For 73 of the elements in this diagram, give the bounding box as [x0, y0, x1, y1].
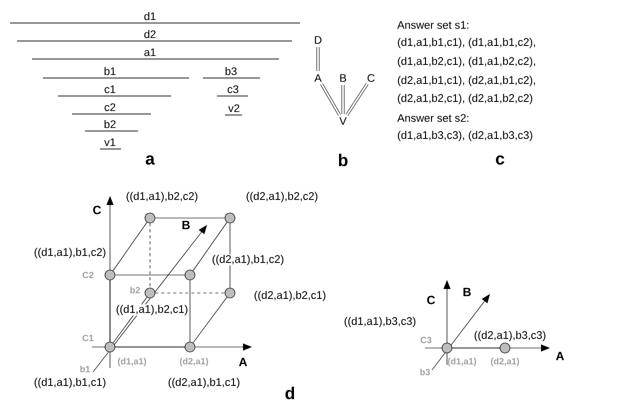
value-label: C3	[420, 336, 432, 344]
answer-text: (d2,a1,b1,c1), (d2,a1,b1,c2),	[398, 76, 535, 86]
vertex-label: ((d2,a1),b1,c2)	[211, 254, 285, 266]
value-label: (d2,a1)	[490, 358, 520, 366]
panel-letter: a	[146, 155, 155, 165]
double-line	[346, 82, 368, 116]
vertex-circle	[184, 270, 196, 280]
interval-bar: b3	[202, 67, 260, 78]
graph-letter: V	[339, 117, 347, 125]
edge-line	[115, 274, 185, 276]
vertex-label: ((d2,a1),b2,c2)	[245, 191, 319, 203]
vertex-circle	[224, 288, 236, 298]
interval-bar: d2	[16, 30, 292, 42]
vertex-label: ((d2,a1),b2,c1)	[253, 290, 327, 302]
edge-line	[112, 222, 148, 271]
interval-bar: c3	[216, 85, 248, 96]
value-label: b3	[420, 368, 430, 376]
vertex-label: ((d1,a1),b1,c2)	[33, 247, 107, 259]
vertex-circle	[184, 342, 196, 352]
double-line	[316, 46, 320, 72]
double-line	[342, 84, 344, 114]
interval-bar: v1	[100, 138, 122, 150]
interval-bar: b1	[42, 67, 190, 78]
vertex-label: ((d2,a1),b1,c1)	[167, 377, 241, 389]
interval-bar: b2	[84, 120, 138, 132]
edge-line	[115, 346, 185, 348]
vertex-circle	[500, 342, 510, 354]
vertex-label: ((d2,a1),b3,c3)	[473, 330, 547, 342]
vertex-circle	[104, 342, 116, 352]
vertex-label: ((d1,a1),b2,c2)	[125, 191, 199, 203]
graph-letter: C	[368, 74, 375, 82]
value-label: C2	[82, 272, 94, 278]
interval-bar: c2	[72, 103, 152, 114]
axis-label: B	[463, 288, 471, 296]
axis-label: A	[556, 352, 564, 360]
answer-text: Answer set s2:	[397, 114, 468, 122]
interval-bar: v2	[224, 104, 242, 116]
edge-line	[192, 222, 228, 271]
interval-bar: c1	[58, 85, 172, 96]
answer-text: (d1,a1,b1,c1), (d1,a1,b1,c2),	[398, 38, 535, 48]
axis-label: C	[427, 296, 436, 304]
vertex-circle	[144, 288, 156, 298]
value-label: (d1,a1)	[118, 358, 146, 366]
graph-letter: D	[314, 36, 322, 44]
vertex-circle	[442, 342, 452, 354]
graph-letter: A	[314, 74, 322, 82]
interval-bar: d1	[10, 12, 300, 24]
double-line	[320, 83, 341, 116]
axis-label: C	[93, 206, 102, 214]
vertex-circle	[224, 212, 236, 224]
vertex-label: ((d1,a1),b1,c1)	[33, 377, 107, 389]
axis-label: B	[182, 220, 190, 230]
vertex-circle	[144, 212, 156, 224]
vertex-label: ((d1,a1),b3,c3)	[343, 316, 417, 328]
answer-text: Answer set s1:	[397, 21, 468, 29]
edge-line	[192, 296, 228, 344]
answer-text: (d1,a1,b2,c1), (d1,a1,b2,c2),	[398, 56, 535, 68]
edge-line	[155, 292, 225, 294]
vertex-circle	[104, 270, 116, 280]
axis-label: A	[238, 358, 248, 366]
panel-letter: c	[496, 155, 504, 165]
value-label: C1	[82, 334, 94, 342]
answer-text: (d1,a1,b3,c3), (d2,a1,b3,c3)	[398, 130, 532, 142]
value-label: (d2,a1)	[180, 358, 208, 366]
interval-bar: a1	[32, 48, 280, 60]
graph-letter: B	[340, 74, 346, 82]
panel-letter: b	[338, 154, 348, 166]
value-label: b2	[130, 286, 140, 294]
vertex-label: ((d1,a1),b2,c1)	[115, 304, 189, 316]
answer-text: (d2,a1,b2,c1), (d2,a1,b2,c2)	[398, 94, 532, 104]
panel-letter: d	[286, 386, 294, 400]
value-label: b1	[80, 366, 90, 372]
value-label: (d1,a1)	[448, 358, 476, 366]
